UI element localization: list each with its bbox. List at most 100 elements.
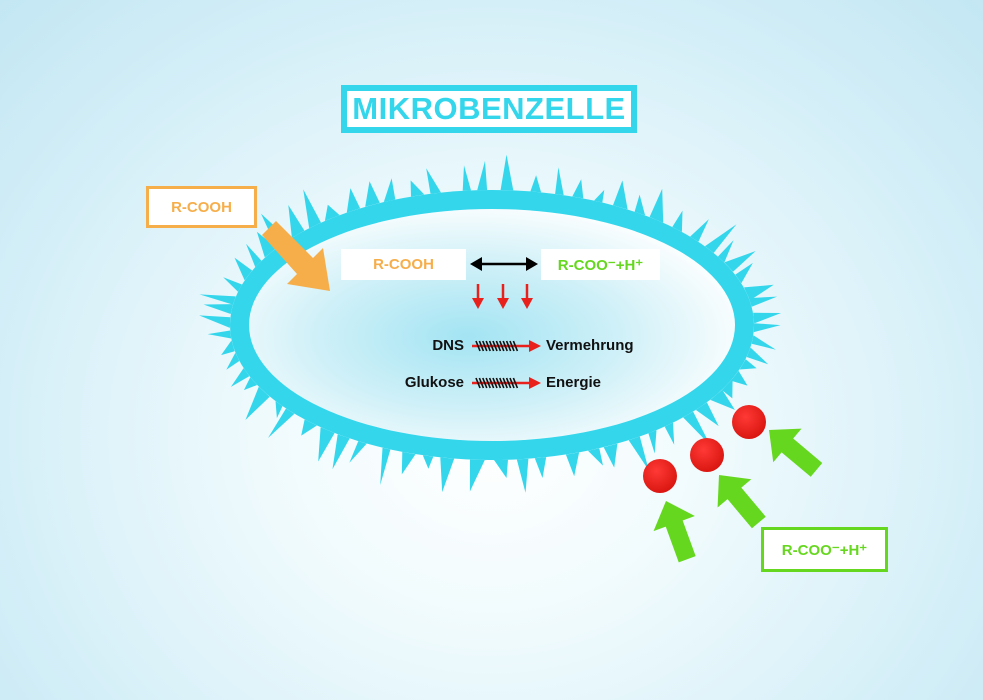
proton-2	[690, 438, 724, 472]
membrane-bristle	[440, 457, 455, 493]
membrane-bristle	[748, 296, 778, 307]
outside-acid-box: R-COOH	[146, 186, 257, 228]
membrane-bristle	[534, 457, 547, 478]
membrane-bristle	[628, 436, 649, 471]
membrane-bristle	[664, 422, 675, 445]
red-down-arrow	[472, 284, 484, 309]
membrane-bristle	[234, 257, 253, 281]
membrane-bristle	[648, 430, 657, 454]
inside-ion-label: R-COO⁻+H⁺	[557, 256, 644, 274]
membrane-bristle	[207, 330, 232, 339]
membrane-bristle	[717, 240, 734, 263]
membrane-bristle	[735, 262, 753, 284]
vermehrung-label: Vermehrung	[546, 337, 634, 354]
membrane-bristle	[199, 294, 236, 305]
title-box: MIKROBENZELLE	[341, 85, 637, 133]
membrane-bristle	[332, 434, 350, 470]
ion-attack-arrows	[653, 428, 823, 563]
membrane-bristle	[221, 340, 235, 356]
membrane-bristle	[230, 368, 250, 387]
membrane-bristle	[516, 458, 529, 493]
membrane-bristle	[594, 189, 605, 203]
membrane-bristle	[710, 389, 735, 410]
outside-ion-label: R-COO⁻+H⁺	[781, 541, 868, 559]
membrane-bristle	[477, 160, 488, 191]
membrane-bristle	[401, 451, 416, 475]
membrane-bristle	[704, 224, 737, 253]
membrane-bristle	[672, 210, 683, 232]
red-down-arrows	[472, 284, 533, 309]
membrane-bristle	[603, 443, 618, 468]
membrane-bristle	[530, 175, 542, 193]
membrane-bristle	[349, 441, 367, 463]
inside-acid-label: R-COOH	[373, 256, 434, 273]
equilibrium-double-arrow	[470, 257, 538, 271]
green-attack-arrow	[769, 428, 823, 477]
membrane-bristle	[383, 178, 396, 202]
membrane-bristle	[422, 455, 434, 469]
membrane-bristle	[746, 347, 769, 365]
proton-3	[732, 405, 766, 439]
energie-label: Energie	[546, 374, 602, 391]
membrane-bristle	[268, 408, 295, 438]
page-title: MIKROBENZELLE	[352, 91, 626, 126]
membrane-bristle	[500, 154, 514, 191]
membrane-bristle	[634, 194, 646, 216]
membrane-bristle	[753, 312, 782, 324]
membrane-bristle	[572, 179, 584, 199]
membrane-bristle	[739, 359, 757, 370]
membrane-bristle	[226, 352, 240, 370]
membrane-bristle	[469, 459, 485, 492]
membrane-bristle	[303, 189, 321, 229]
inside-acid-box: R-COOH	[341, 249, 466, 280]
cell-interior	[249, 209, 735, 441]
membrane-bristle	[683, 411, 711, 446]
green-attack-arrow	[717, 475, 766, 529]
proton-1	[643, 459, 677, 493]
glukose-label: Glukose	[404, 374, 464, 391]
dns-blocked-arrow	[472, 340, 541, 352]
green-attack-arrow	[653, 501, 696, 563]
glukose-blocked-arrow	[472, 377, 541, 389]
membrane-bristle	[613, 180, 628, 210]
membrane-bristle	[690, 219, 709, 242]
dns-label: DNS	[432, 337, 464, 354]
membrane-bristle	[318, 427, 335, 462]
membrane-bristle	[246, 243, 262, 268]
membrane-bristle	[256, 231, 277, 258]
membrane-bristle	[288, 205, 305, 238]
membrane-bristle	[426, 168, 441, 194]
membrane-bristle	[744, 284, 774, 301]
outside-ion-box: R-COO⁻+H⁺	[761, 527, 888, 572]
membrane-bristle	[649, 188, 664, 223]
membrane-bristle	[275, 401, 283, 419]
membrane-bristle	[199, 315, 231, 328]
membrane-bristle	[555, 167, 564, 196]
outside-acid-label: R-COOH	[171, 198, 232, 216]
membrane-bristle	[365, 181, 380, 207]
protons	[643, 405, 766, 493]
inside-ion-box: R-COO⁻+H⁺	[541, 249, 660, 280]
acid-entry-arrow	[262, 221, 330, 291]
membrane-bristle	[462, 165, 471, 191]
membrane-bristle	[203, 304, 233, 314]
membrane-bristle	[301, 419, 317, 436]
membrane-bristle	[753, 323, 781, 333]
membrane-bristle	[695, 402, 719, 427]
membrane-bristle	[346, 188, 361, 213]
membrane-bristle	[494, 459, 508, 478]
membrane-bristle	[324, 204, 340, 221]
red-down-arrow	[497, 284, 509, 309]
membrane-bristle	[223, 277, 242, 292]
membrane-bristle	[410, 180, 425, 197]
membrane-bristle	[724, 251, 756, 272]
red-down-arrow	[521, 284, 533, 309]
membrane-bristle	[380, 447, 391, 485]
membrane-bristle	[588, 448, 603, 466]
membrane-bristle	[751, 335, 776, 350]
membrane-bristle	[721, 378, 733, 399]
membrane-bristle	[243, 377, 258, 391]
membrane-bristle	[565, 452, 580, 477]
membrane-bristle	[730, 370, 748, 386]
membrane-bristle	[245, 386, 270, 420]
